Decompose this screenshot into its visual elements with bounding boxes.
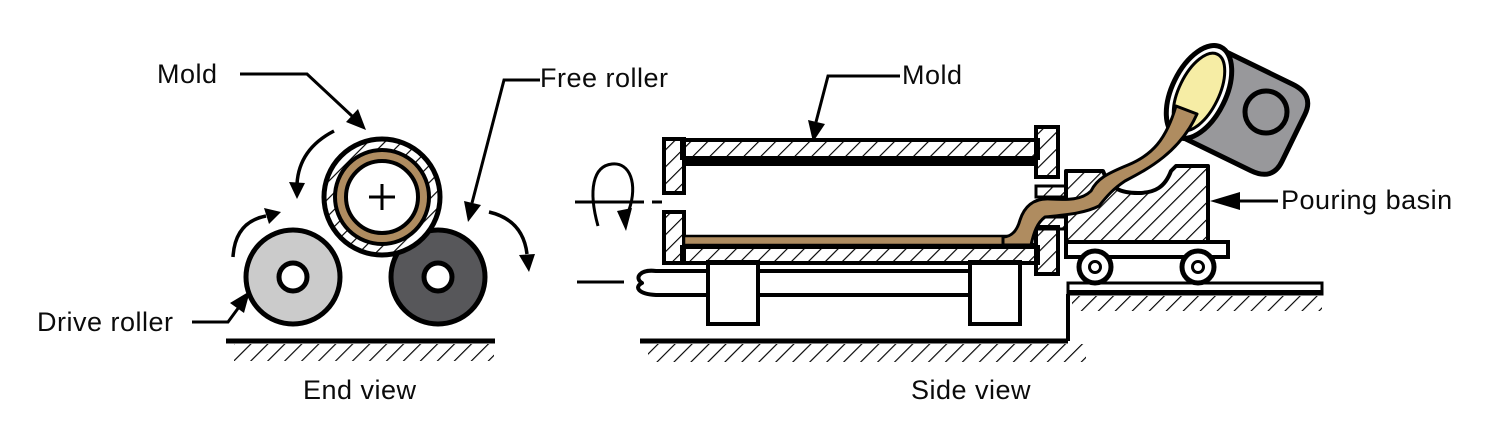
arrowhead xyxy=(289,182,305,199)
rotation-arrow-free-roller xyxy=(488,210,535,272)
label-mold-end: Mold xyxy=(157,59,218,89)
rotation-axis-symbol xyxy=(575,162,662,284)
leader-pouring-basin xyxy=(1210,192,1278,210)
platform-hatch xyxy=(1072,296,1322,311)
arrowhead xyxy=(230,291,250,313)
arrowhead xyxy=(617,208,632,231)
label-pouring-basin: Pouring basin xyxy=(1281,185,1453,215)
label-mold-side: Mold xyxy=(902,60,963,90)
leader-mold-side xyxy=(808,74,900,142)
arrowhead xyxy=(464,201,481,222)
support-leg-right xyxy=(968,260,1022,326)
arrowhead xyxy=(1210,192,1240,210)
mold-top-lining xyxy=(684,160,1038,166)
mold-bottom-wall xyxy=(662,210,1060,276)
molten-metal-layer xyxy=(682,234,1034,247)
cart-wheel-left xyxy=(1076,248,1114,286)
caption-side-view: Side view xyxy=(911,375,1032,405)
leader-free-roller xyxy=(464,78,540,222)
channel-wall-top xyxy=(1034,184,1068,199)
leader-drive-roller xyxy=(192,291,250,324)
mold-end-section xyxy=(321,136,443,258)
label-free-roller: Free roller xyxy=(540,63,669,93)
arrowhead xyxy=(264,208,281,224)
arrowhead xyxy=(346,109,366,130)
end-ground-hatch xyxy=(234,344,494,361)
ladle-trunnion xyxy=(1242,88,1290,136)
drive-roller-hub xyxy=(276,260,310,294)
side-ground-hatch xyxy=(648,344,1086,362)
label-drive-roller: Drive roller xyxy=(37,307,174,337)
arrowhead xyxy=(808,120,825,142)
drive-roller xyxy=(243,227,343,327)
support-leg-left xyxy=(706,260,760,326)
leader-mold-end xyxy=(240,72,366,130)
drive-shaft xyxy=(636,268,987,297)
mold-flange-bottom-right xyxy=(1034,225,1060,276)
cart-wheel-right xyxy=(1179,248,1217,286)
mold-top-wall xyxy=(662,125,1060,195)
mold-flange-bottom-left xyxy=(662,210,686,265)
rail-edge xyxy=(1068,290,1322,294)
mold-flange-top-left xyxy=(662,137,686,195)
arrowhead xyxy=(519,254,535,272)
end-view xyxy=(192,72,540,361)
free-roller-hub xyxy=(421,260,455,294)
caption-end-view: End view xyxy=(303,375,417,405)
molten-metal-stream xyxy=(1001,104,1199,247)
free-roller xyxy=(388,227,488,327)
side-view xyxy=(575,43,1324,362)
rotation-arrow-mold xyxy=(289,129,335,199)
center-cross-icon xyxy=(369,184,395,210)
mold-flange-top-right xyxy=(1034,125,1060,179)
rotation-arrow-drive-roller xyxy=(231,208,281,258)
